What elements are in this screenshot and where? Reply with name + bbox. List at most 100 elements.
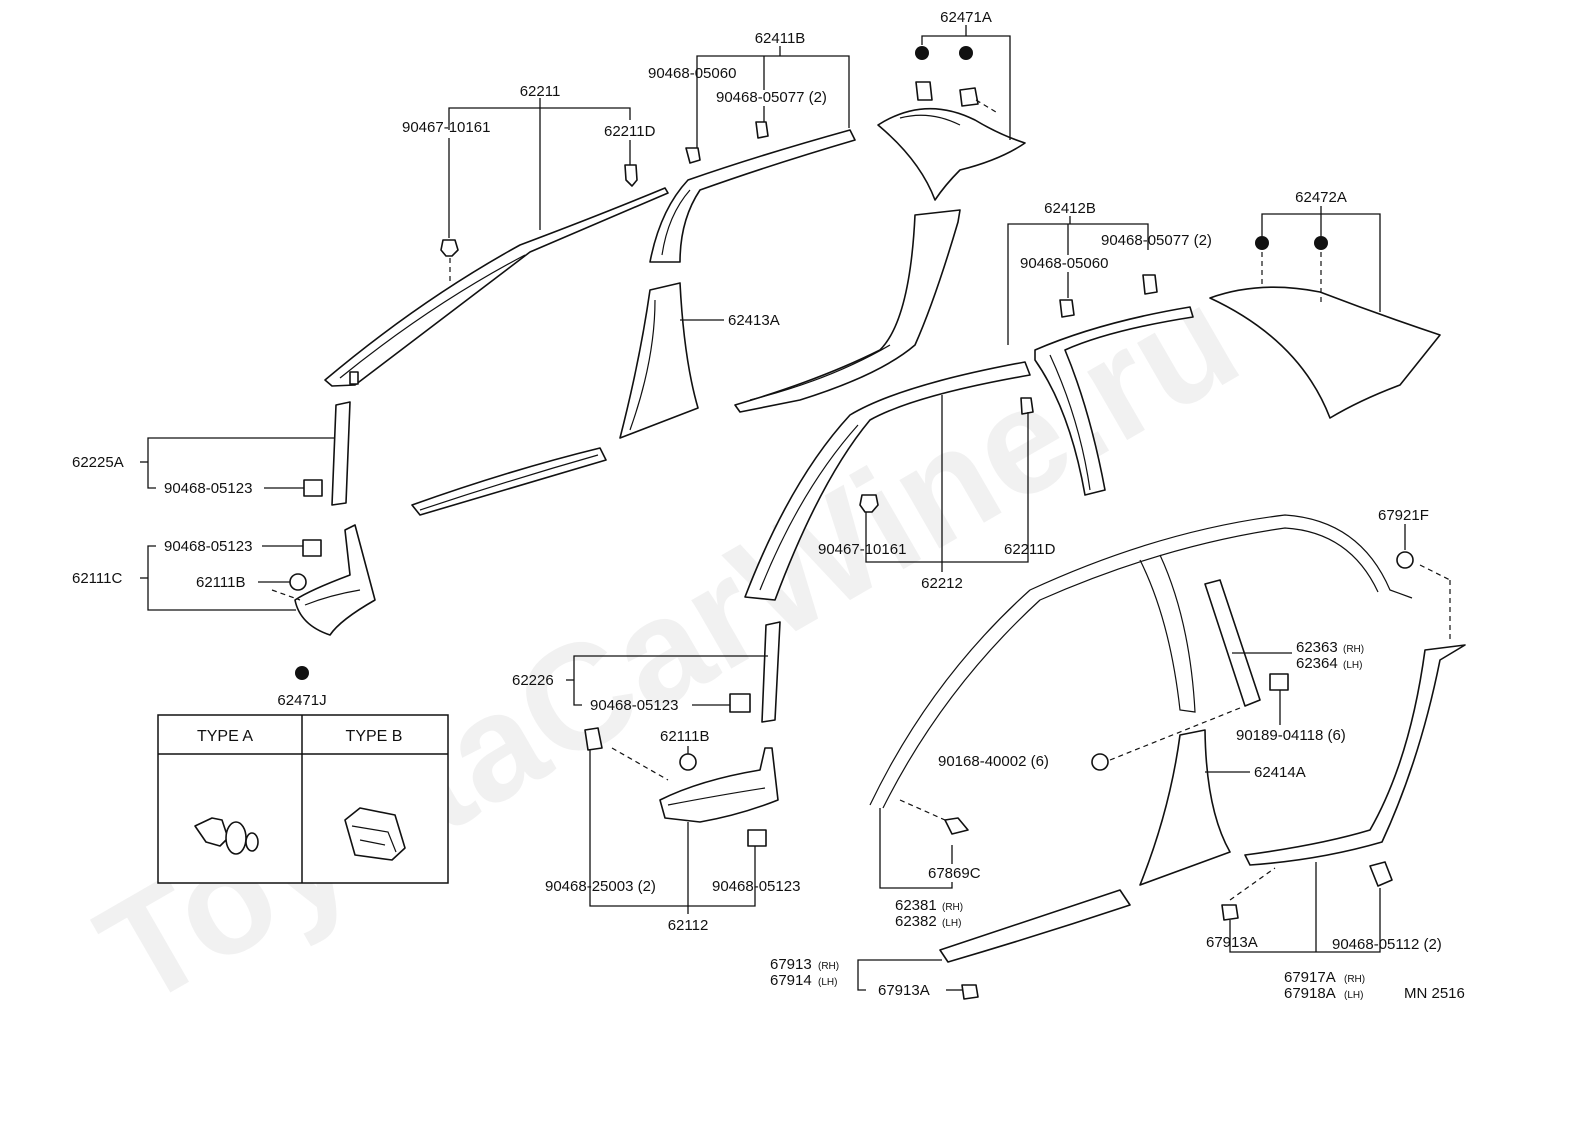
part-62111C-kick-panel [294,524,376,636]
part-62226-cowl-side-trim [761,621,781,723]
part-90468-05077-clip-top-icon [755,121,769,139]
legend-type-b-label: TYPE B [346,728,403,745]
legend-62471J: 62471J TYPE A TYPE B [157,692,449,884]
part-90168-40002-screw-icon [1091,753,1109,771]
part-62471A-clips [915,81,979,107]
label-62363: 62363 [1296,639,1338,656]
label-62225A: 62225A [72,454,124,471]
label-90468-05123-c: 90468-05123 [590,697,678,714]
part-62211D-clip-mid-icon [1020,397,1034,415]
label-62111B-a: 62111B [196,574,246,591]
label-90468-05077-mid: 90468-05077 (2) [1101,232,1212,249]
label-90468-05060-top: 90468-05060 [648,65,736,82]
part-67913A-clip-a-icon [1221,904,1239,921]
label-67869C: 67869C [928,865,981,882]
label-67918A-side: (LH) [1344,990,1363,1001]
part-67921F-screw-icon [1396,551,1414,569]
label-90168-40002: 90168-40002 (6) [938,753,1049,770]
part-62111B-knob-a-icon [289,573,307,591]
label-62212: 62212 [921,575,963,592]
part-62225A-cowl-side-trim [331,401,351,506]
part-62381-roof-side-weatherstrip [869,514,1413,809]
label-67913-side: (RH) [818,961,839,972]
part-67913A-clip-b-icon [961,984,979,1000]
label-90467-10161-mid: 90467-10161 [818,541,906,558]
label-62111C: 62111C [72,570,122,587]
drawing-code: MN 2516 [1404,985,1465,1002]
legend-ref-label: 62471J [277,692,326,709]
part-90468-05123-clip-a-icon [303,479,323,497]
leader-lines [140,25,1406,991]
label-62411B: 62411B [755,30,806,47]
label-62211D-top: 62211D [604,123,656,140]
part-62412B-roof-side-garnish [1034,306,1194,496]
part-62363-seal-strip [1204,579,1261,707]
label-90468-05123-b: 90468-05123 [164,538,252,555]
part-62212-front-pillar [744,361,1031,601]
label-62111B-b: 62111B [660,728,710,745]
label-67913A-b: 67913A [878,982,930,999]
part-front-scuff-plate [411,447,607,516]
part-90468-05123-clip-b-icon [302,539,322,557]
part-67917A-rear-scuff-plate [1244,644,1466,866]
part-62211D-clip-icon [624,164,638,187]
part-90468-05060-clip-mid-icon [1059,299,1075,318]
part-62112-kick-panel [659,747,779,823]
label-62414A: 62414A [1254,764,1306,781]
label-90468-05060-mid: 90468-05060 [1020,255,1108,272]
label-67913: 67913 [770,956,812,973]
label-62364: 62364 [1296,655,1338,672]
part-90468-05123-clip-c-icon [729,693,751,713]
label-62381-side: (RH) [942,902,963,913]
label-90468-05123-a: 90468-05123 [164,480,252,497]
part-90467-10161-clip-icon [440,239,459,257]
label-62382: 62382 [895,913,937,930]
label-90468-05123-d: 90468-05123 [712,878,800,895]
label-67914-side: (LH) [818,977,837,988]
part-62413A-center-pillar-lower [619,282,699,439]
type-a-clip-icon [194,817,259,855]
label-90468-05077-top: 90468-05077 (2) [716,89,827,106]
label-67913A-a: 67913A [1206,934,1258,951]
label-62472A: 62472A [1295,189,1347,206]
label-62211: 62211 [520,83,561,100]
part-62111B-knob-b-icon [679,753,697,771]
label-90468-05112: 90468-05112 (2) [1332,936,1442,953]
label-62363-side: (RH) [1343,644,1364,655]
part-62472A-quarter-trim-rear [1209,286,1441,419]
label-90467-10161-top: 90467-10161 [402,119,490,136]
label-90189-04118: 90189-04118 (6) [1236,727,1346,744]
label-62382-side: (LH) [942,918,961,929]
label-62364-side: (LH) [1343,660,1362,671]
part-62471A-quarter-trim-upper [877,107,1026,201]
part-62211-pillar-garnish [324,187,669,387]
part-90468-05077-clip-mid-icon [1142,274,1158,295]
label-62381: 62381 [895,897,937,914]
legend-type-a-label: TYPE A [197,728,253,745]
label-62226: 62226 [512,672,554,689]
label-62112: 62112 [668,917,709,934]
label-62471A: 62471A [940,9,992,26]
part-labels: 62211 90467-10161 62211D 62411B 90468-05… [72,9,1465,1002]
part-90468-05060-clip-top-icon [685,147,701,164]
part-90468-05123-clip-d-icon [747,829,767,847]
part-90468-05112-clip-icon [1369,861,1393,887]
part-67913-front-scuff-plate [939,889,1131,963]
label-67914: 67914 [770,972,812,989]
part-62411B-front-pillar [649,129,856,263]
part-90467-10161-clip-mid-icon [859,494,879,513]
label-62412B: 62412B [1044,200,1096,217]
label-67918A: 67918A [1284,985,1336,1002]
part-center-pillar-trim [734,209,961,413]
label-62211D-mid: 62211D [1004,541,1056,558]
label-67917A-side: (RH) [1344,974,1365,985]
label-67917A: 67917A [1284,969,1336,986]
part-90468-25003-clip-icon [584,727,603,751]
part-90189-04118-clip-icon [1269,673,1289,691]
label-62413A: 62413A [728,312,780,329]
part-62414A-rear-pillar-lower [1139,729,1231,886]
label-67921F: 67921F [1378,507,1429,524]
type-b-clip-icon [344,807,406,861]
